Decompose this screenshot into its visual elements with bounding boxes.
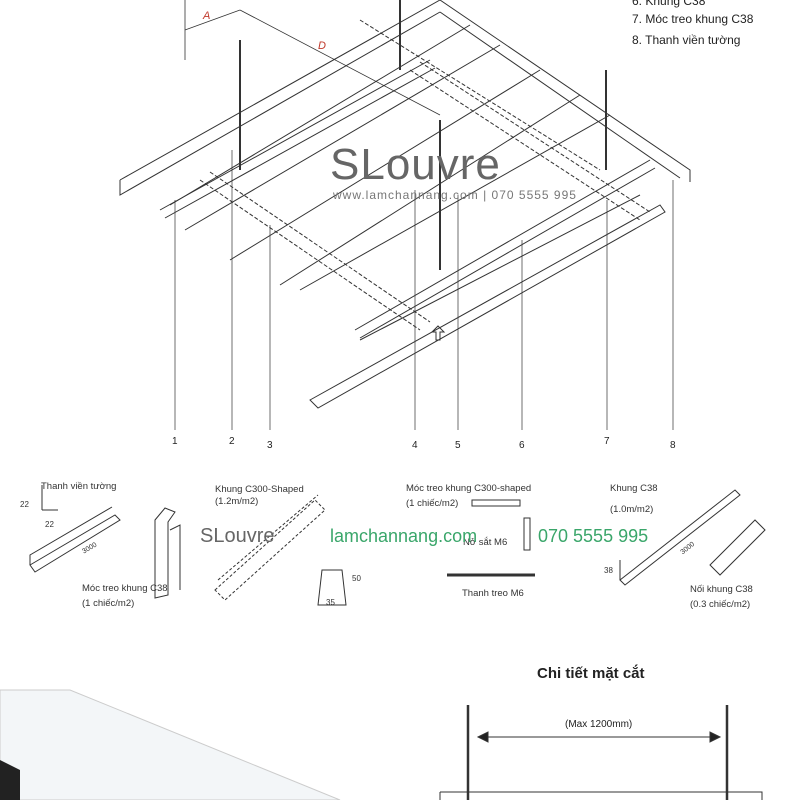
callout-1: 1 — [172, 436, 178, 447]
callout-4: 4 — [412, 440, 418, 451]
section-title: Chi tiết mặt cắt — [537, 665, 645, 682]
c38-hanger-qty: (1 chiếc/m2) — [82, 598, 135, 609]
watermark-site: www.lamchannang.com — [333, 188, 479, 202]
c38-height: 38 — [604, 566, 613, 575]
watermark-phone: 070 5555 995 — [491, 188, 577, 202]
watermark-brand: SLouvre — [330, 140, 501, 190]
c300-frame-qty: (1.2m/m2) — [215, 496, 259, 507]
dimension-a: A — [203, 10, 211, 22]
c38-joint-qty: (0.3 chiếc/m2) — [690, 599, 751, 610]
parts-watermark-brand: SLouvre — [200, 525, 275, 547]
c300-height: 50 — [352, 574, 361, 583]
legend-item-6: 6. Khung C38 — [632, 0, 706, 8]
watermark-brand-text: SLouvre — [330, 140, 501, 189]
callout-5: 5 — [455, 440, 461, 451]
c38-frame-qty: (1.0m/m2) — [610, 504, 654, 515]
anchor-label: Nở sắt M6 — [463, 537, 508, 548]
c38-joint-label: Nối khung C38 — [690, 584, 753, 595]
callout-6: 6 — [519, 440, 525, 451]
panel-photo — [0, 689, 341, 800]
dimension-d: D — [318, 40, 326, 52]
parts-watermark: SLouvre — [200, 525, 275, 548]
watermark-separator: | — [483, 188, 488, 202]
wall-trim-label: Thanh viền tường — [41, 481, 117, 492]
callout-8: 8 — [670, 440, 676, 451]
legend-item-7: 7. Móc treo khung C38 — [632, 12, 754, 26]
c300-hanger-label: Móc treo khung C300-shaped — [406, 483, 532, 494]
wall-trim-dim1: 22 — [20, 500, 29, 509]
parts-watermark-phone: 070 5555 995 — [538, 526, 649, 546]
wall-trim-dim2: 22 — [45, 520, 54, 529]
c38-hanger-label: Móc treo khung C38 — [82, 583, 168, 594]
c300-frame-label: Khung C300-Shaped — [215, 484, 304, 495]
parts-watermark-site: lamchannang.com — [330, 526, 478, 546]
watermark-contact: www.lamchannang.com | 070 5555 995 — [333, 188, 577, 202]
c300-hanger-qty: (1 chiếc/m2) — [406, 498, 459, 509]
legend-item-8: 8. Thanh viền tường — [632, 33, 741, 47]
section-span-label: (Max 1200mm) — [565, 719, 633, 730]
rod-label: Thanh treo M6 — [462, 588, 524, 599]
callout-3: 3 — [267, 440, 273, 451]
callout-2: 2 — [229, 436, 235, 447]
callout-7: 7 — [604, 436, 610, 447]
c38-frame-label: Khung C38 — [610, 483, 658, 494]
c300-width: 35 — [326, 598, 335, 607]
